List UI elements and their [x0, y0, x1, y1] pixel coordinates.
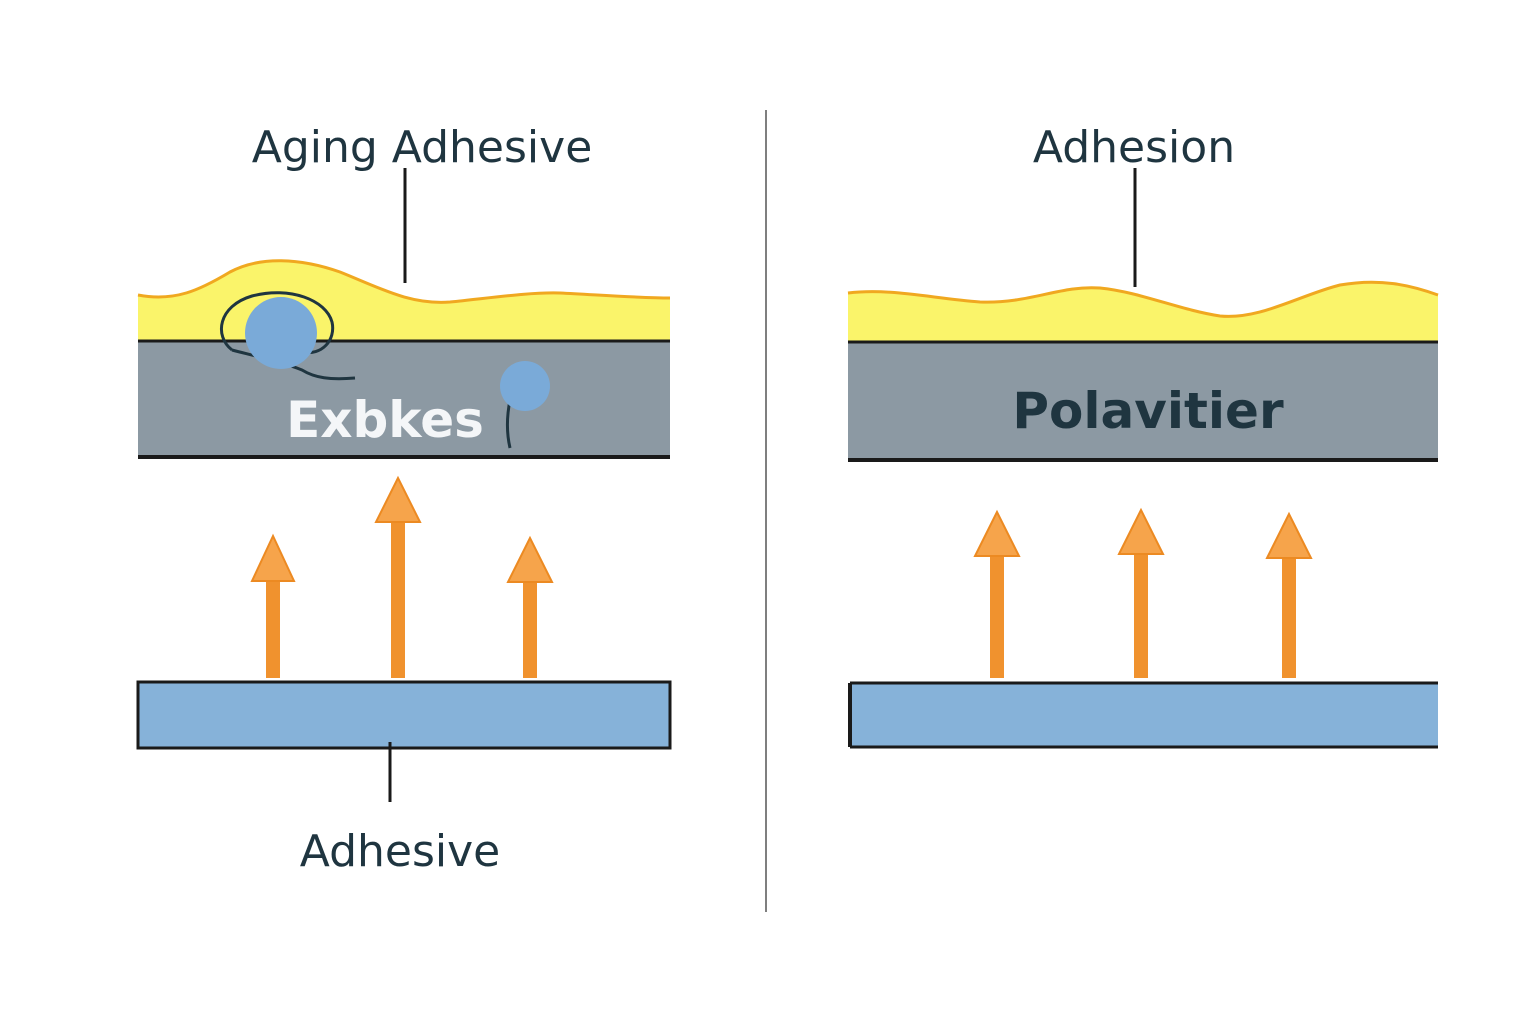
right-middle-layer	[848, 342, 1438, 460]
left-panel: Aging Adhesive Exbkes	[136, 122, 672, 877]
left-panel-bottom-label: Adhesive	[300, 826, 500, 877]
left-panel-title: Aging Adhesive	[252, 122, 593, 173]
left-arrow-1	[250, 533, 296, 678]
right-arrow-2	[1117, 507, 1165, 678]
left-bubble-loop	[219, 291, 356, 381]
left-substrate	[138, 682, 670, 748]
left-bubble-large	[245, 297, 317, 369]
right-arrow-1	[973, 509, 1021, 678]
right-adhesive-outline	[847, 280, 1439, 318]
left-middle-layer-label: Exbkes	[286, 391, 484, 449]
left-bubble-small	[500, 361, 550, 411]
right-adhesive-layer	[848, 282, 1438, 342]
left-arrow-2	[374, 475, 422, 678]
left-substrate-border	[136, 680, 672, 750]
left-adhesive-outline	[137, 259, 671, 304]
right-substrate	[850, 683, 1438, 747]
left-middle-layer	[138, 341, 670, 457]
right-arrow-3	[1265, 511, 1313, 678]
right-panel-title: Adhesion	[1033, 122, 1235, 173]
right-panel: Adhesion Polavitier	[847, 122, 1439, 749]
right-middle-layer-label: Polavitier	[1012, 382, 1284, 440]
left-arrow-3	[506, 535, 554, 678]
